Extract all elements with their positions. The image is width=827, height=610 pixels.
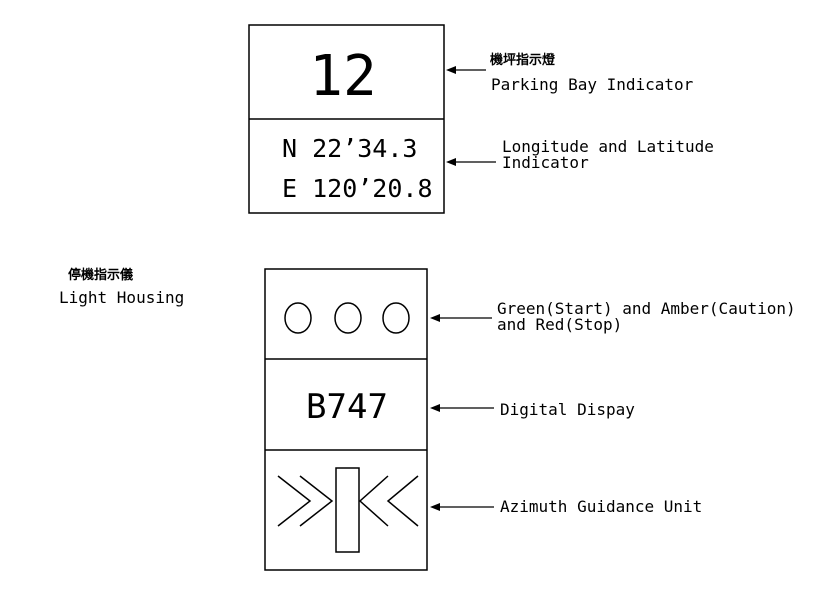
light-housing-frame: [264, 268, 428, 571]
chevron-right-outer-icon: [277, 475, 312, 527]
chevron-left-inner-icon: [358, 475, 389, 527]
signal-light-red: [382, 302, 410, 334]
longitude-value: E 120’20.8: [282, 174, 433, 203]
digital-display-arrow: [430, 404, 494, 412]
signal-lights-label-line2: and Red(Stop): [497, 315, 622, 334]
signal-lights-label-line1: Green(Start) and Amber(Caution): [497, 299, 796, 318]
coordinates-label-line1: Longitude and Latitude: [502, 137, 714, 156]
signal-lights-arrow: [430, 314, 492, 322]
chevron-right-inner-icon: [299, 475, 334, 527]
coordinates-label-line2: Indicator: [502, 153, 589, 172]
signal-light-amber: [334, 302, 362, 334]
signal-light-green: [284, 302, 312, 334]
latitude-value: N 22’34.3: [282, 134, 417, 163]
light-housing-label-en: Light Housing: [59, 288, 184, 307]
parking-bay-number: 12: [309, 44, 376, 109]
center-bar-icon: [335, 467, 360, 553]
azimuth-unit-label: Azimuth Guidance Unit: [500, 497, 702, 516]
parking-bay-label-zh: 機坪指示燈: [490, 52, 556, 68]
light-housing-panel: B747: [264, 268, 428, 571]
parking-bay-panel: 12 N 22’34.3 E 120’20.8: [248, 24, 445, 214]
digital-display-label: Digital Dispay: [500, 400, 635, 419]
coordinates-arrow: [446, 158, 496, 166]
light-housing-label-zh: 停機指示儀: [68, 267, 133, 283]
azimuth-unit-arrow: [430, 503, 494, 511]
parking-bay-label-en: Parking Bay Indicator: [491, 75, 694, 94]
azimuth-guidance-graphic: [277, 467, 419, 553]
chevron-left-outer-icon: [386, 475, 419, 527]
digital-display-value: B747: [306, 387, 388, 427]
parking-bay-arrow: [446, 66, 486, 74]
